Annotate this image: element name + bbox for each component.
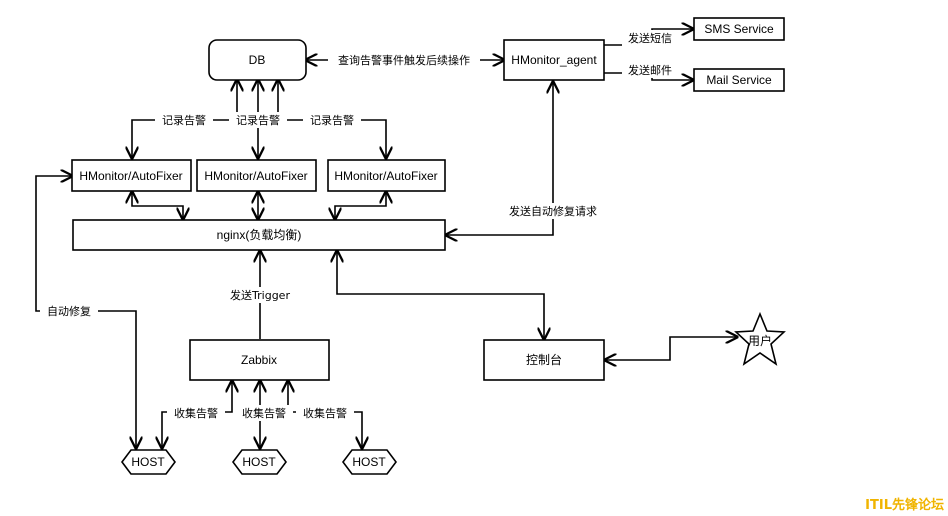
autofixer-label-2: HMonitor/AutoFixer: [204, 169, 307, 183]
zabbix-label: Zabbix: [241, 353, 277, 367]
agent-node: HMonitor_agent: [503, 39, 605, 81]
console-node: 控制台: [483, 339, 605, 381]
host-node-3: HOST: [342, 449, 397, 475]
mail-service-node: Mail Service: [693, 68, 785, 92]
host-node-1: HOST: [121, 449, 176, 475]
host-label-2: HOST: [242, 455, 276, 469]
user-star-node: 用户: [734, 311, 786, 366]
record-alert-label-1: 记录告警: [162, 113, 206, 127]
db-node: DB: [208, 39, 307, 81]
sms-service-label: SMS Service: [704, 22, 774, 36]
send-sms-label: 发送短信: [628, 31, 672, 45]
edge-auto-fix: [35, 176, 136, 448]
autofixer-label-3: HMonitor/AutoFixer: [334, 169, 437, 183]
console-label: 控制台: [526, 352, 562, 367]
record-alert-label-2: 记录告警: [236, 113, 280, 127]
edge-nginx-console: [337, 251, 544, 339]
auto-fix-request-label: 发送自动修复请求: [509, 204, 597, 218]
send-mail-label: 发送邮件: [628, 63, 672, 77]
send-trigger-label: 发送Trigger: [230, 288, 290, 302]
watermark: ITIL先锋论坛: [865, 497, 944, 513]
agent-label: HMonitor_agent: [511, 53, 597, 67]
auto-fix-label: 自动修复: [47, 304, 91, 318]
edge-nginx-agent: [446, 82, 553, 235]
edge-console-user: [605, 337, 737, 360]
nginx-node: nginx(负载均衡): [72, 219, 446, 251]
zabbix-node: Zabbix: [189, 339, 330, 381]
edge-autofixer1-nginx: [132, 192, 183, 219]
star-icon: [734, 311, 786, 366]
autofixer-node-1: HMonitor/AutoFixer: [71, 159, 192, 192]
autofixer-node-2: HMonitor/AutoFixer: [196, 159, 317, 192]
collect-alert-label-3: 收集告警: [303, 406, 347, 420]
nginx-label: nginx(负载均衡): [217, 228, 302, 242]
host-label-1: HOST: [131, 455, 165, 469]
collect-alert-label-1: 收集告警: [174, 406, 218, 420]
host-node-2: HOST: [232, 449, 287, 475]
user-label: 用户: [748, 333, 772, 348]
collect-alert-label-2: 收集告警: [242, 406, 286, 420]
db-label: DB: [249, 53, 266, 67]
autofixer-label-1: HMonitor/AutoFixer: [79, 169, 182, 183]
record-alert-label-3: 记录告警: [310, 113, 354, 127]
mail-service-label: Mail Service: [706, 73, 772, 87]
autofixer-node-3: HMonitor/AutoFixer: [327, 159, 446, 192]
sms-service-node: SMS Service: [693, 17, 785, 41]
host-label-3: HOST: [352, 455, 386, 469]
db-agent-label: 查询告警事件触发后续操作: [338, 53, 470, 67]
edge-autofixer3-nginx: [335, 192, 386, 219]
